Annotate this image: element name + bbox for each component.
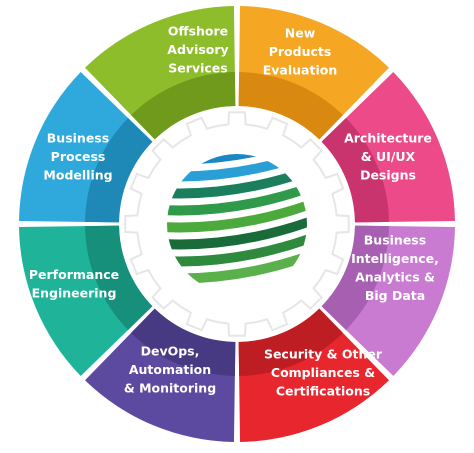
segment-architecture-inner	[321, 118, 389, 223]
segment-devops-label-line: DevOps,	[141, 344, 200, 359]
segment-performance	[19, 225, 153, 376]
globe-stripe	[167, 159, 307, 199]
segment-bi-label-line: Intelligence,	[351, 251, 439, 266]
segment-security-inner	[238, 308, 343, 376]
segment-architecture-label-line: Architecture	[344, 131, 432, 146]
segment-bi-label-line: Big Data	[365, 288, 425, 303]
segment-bpm-inner	[85, 118, 153, 223]
segment-bpm	[19, 72, 153, 223]
segment-bpm-label-line: Modelling	[43, 168, 112, 183]
segment-bi-inner	[321, 225, 389, 330]
segment-performance-inner	[85, 225, 153, 330]
segment-offshore-label-line: Services	[168, 61, 227, 76]
segment-architecture-label: Architecture & UI/UX Designs	[344, 131, 432, 183]
segments-layer	[19, 6, 455, 442]
segment-devops-label: DevOps, Automation & Monitoring	[124, 344, 216, 396]
segment-bpm-label-line: Process	[51, 149, 106, 164]
segment-bi-label-line: Analytics &	[355, 269, 435, 284]
segment-bpm-label-line: Business	[47, 131, 109, 146]
segment-architecture-label-line: & UI/UX	[361, 149, 416, 164]
globe-stripe	[167, 193, 307, 233]
segment-new-products	[238, 6, 389, 140]
segment-performance-label-line: Performance	[29, 267, 119, 282]
segment-security-label-line: Compliances &	[271, 365, 375, 380]
segment-devops	[85, 308, 236, 442]
segment-architecture	[321, 72, 455, 223]
segment-bi-label-line: Business	[364, 232, 426, 247]
segment-new-products-label-line: Evaluation	[263, 63, 338, 78]
globe-stripe	[167, 210, 307, 250]
segment-performance-label-line: Engineering	[32, 285, 117, 300]
globe-stripe	[167, 176, 307, 216]
segment-offshore	[85, 6, 236, 140]
segment-security-label-line: Security & Other	[264, 347, 383, 362]
segment-security	[238, 308, 389, 442]
segment-offshore-inner	[131, 72, 236, 140]
segment-offshore-label-line: Offshore	[168, 24, 228, 39]
globe-stripe	[167, 244, 307, 284]
segment-devops-label-line: Automation	[129, 362, 211, 377]
segment-new-products-label-line: Products	[269, 44, 332, 59]
segment-devops-inner	[131, 308, 236, 376]
segment-architecture-label-line: Designs	[360, 168, 416, 183]
segment-offshore-label-line: Advisory	[167, 42, 228, 57]
globe-stripe	[167, 154, 307, 182]
globe-stripe	[167, 227, 307, 267]
segment-new-products-inner	[238, 72, 343, 140]
segment-bi	[321, 225, 455, 376]
segment-new-products-label-line: New	[285, 26, 316, 41]
segment-security-label-line: Certifications	[276, 384, 370, 399]
segment-devops-label-line: & Monitoring	[124, 381, 216, 396]
